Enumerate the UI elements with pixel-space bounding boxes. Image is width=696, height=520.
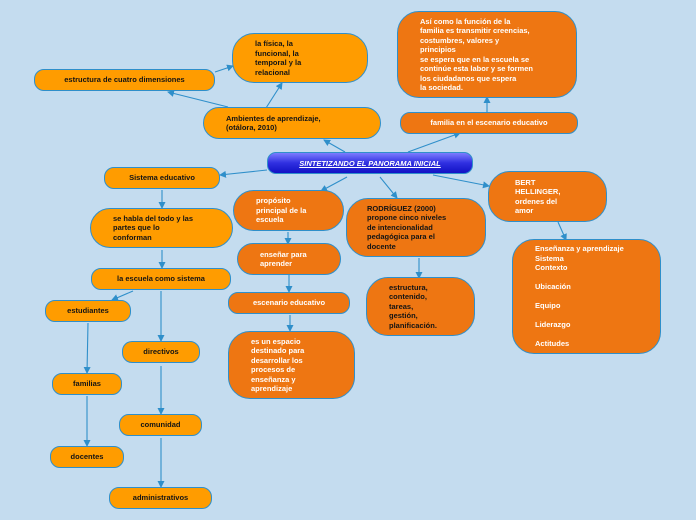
node-ordenes-lista[interactable]: Enseñanza y aprendizaje Sistema Contexto…	[512, 239, 661, 354]
node-familia-escenario[interactable]: familia en el escenario educativo	[400, 112, 578, 134]
node-comunidad[interactable]: comunidad	[119, 414, 202, 436]
node-directivos[interactable]: directivos	[122, 341, 200, 363]
central-topic[interactable]: SINTETIZANDO EL PANORAMA INICIAL	[267, 152, 473, 174]
node-dimensiones-detalle[interactable]: la física, la funcional, la temporal y l…	[232, 33, 368, 83]
node-niveles-lista[interactable]: estructura, contenido, tareas, gestión, …	[366, 277, 475, 336]
link-estudiantes-familias	[83, 322, 91, 374]
link-center-familia	[407, 131, 461, 153]
node-docentes[interactable]: docentes	[50, 446, 124, 468]
link-center-sistema	[219, 169, 268, 178]
link-ambientes-estructura	[167, 90, 229, 108]
node-estudiantes[interactable]: estudiantes	[45, 300, 131, 322]
link-center-rodriguez	[379, 176, 398, 199]
node-proposito-escuela[interactable]: propósito principal de la escuela	[233, 190, 344, 231]
node-escenario-educativo[interactable]: escenario educativo	[228, 292, 350, 314]
node-todo-partes[interactable]: se habla del todo y las partes que lo co…	[90, 208, 233, 248]
node-administrativos[interactable]: administrativos	[109, 487, 212, 509]
node-funcion-familia[interactable]: Así como la función de la familia es tra…	[397, 11, 577, 98]
link-ambientes-fisica	[265, 82, 283, 109]
node-familias[interactable]: familias	[52, 373, 122, 395]
link-center-ambientes	[323, 139, 346, 153]
link-escuela-estudiantes	[111, 290, 134, 301]
link-estructura-fisica	[214, 64, 234, 73]
node-escuela-sistema[interactable]: la escuela como sistema	[91, 268, 231, 290]
node-ensenar-aprender[interactable]: enseñar para aprender	[237, 243, 341, 275]
node-sistema-educativo[interactable]: Sistema educativo	[104, 167, 220, 189]
node-estructura-cuatro-dimensiones[interactable]: estructura de cuatro dimensiones	[34, 69, 215, 91]
link-bert-ensenanza	[557, 221, 567, 241]
link-center-bert	[432, 174, 490, 189]
node-ambientes-aprendizaje[interactable]: Ambientes de aprendizaje, (otálora, 2010…	[203, 107, 381, 139]
link-center-proposito	[320, 176, 348, 192]
node-espacio-destinado[interactable]: es un espacio destinado para desarrollar…	[228, 331, 355, 399]
node-bert-hellinger[interactable]: BERT HELLINGER, ordenes del amor	[488, 171, 607, 222]
node-rodriguez-niveles[interactable]: RODRÍGUEZ (2000) propone cinco niveles d…	[346, 198, 486, 257]
